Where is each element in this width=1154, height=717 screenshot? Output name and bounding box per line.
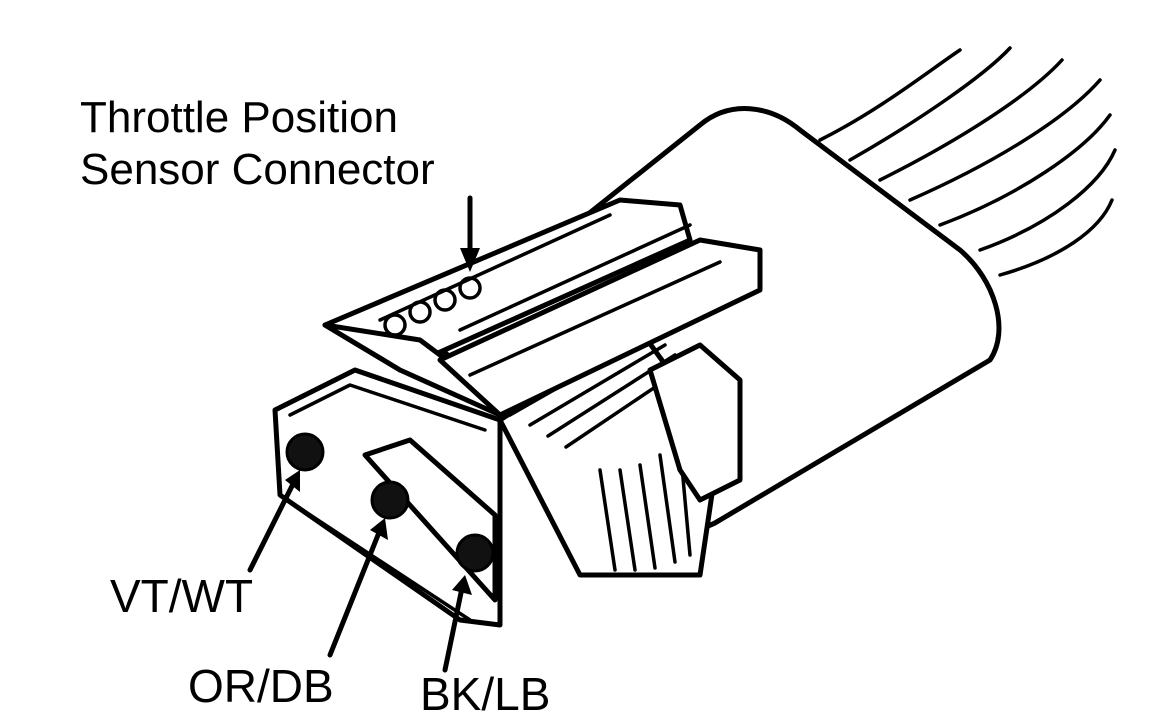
pin-cavities <box>285 432 495 573</box>
pin-label-vt-wt: VT/WT <box>110 570 253 622</box>
title-leader-arrow <box>460 195 480 272</box>
pin-label-bk-lb: BK/LB <box>420 668 550 717</box>
title-line-2: Sensor Connector <box>80 145 435 194</box>
pin-leader-lines <box>247 470 472 673</box>
title-line-1: Throttle Position <box>80 93 398 142</box>
pin-vt-wt <box>285 432 325 472</box>
pin-label-or-db: OR/DB <box>188 660 334 712</box>
pin-or-db <box>370 480 410 520</box>
locking-latch <box>322 197 763 418</box>
pin-bk-lb <box>455 533 495 573</box>
wire-bundle <box>818 46 1117 277</box>
